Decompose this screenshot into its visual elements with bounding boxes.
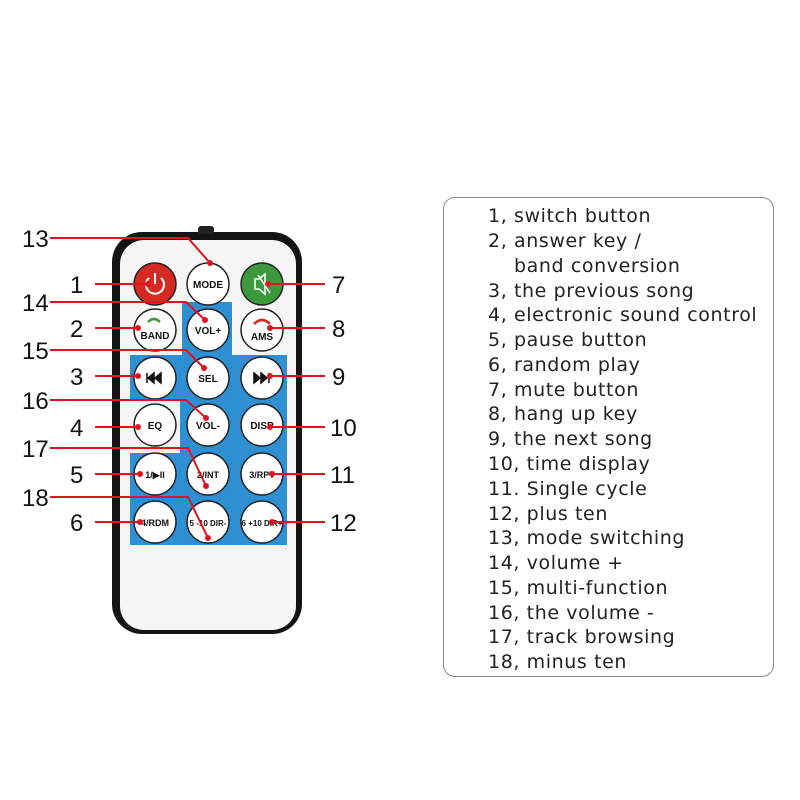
band-label: BAND (141, 331, 170, 342)
callout-number-16: 16 (22, 388, 49, 415)
int-button[interactable]: 2/INT (186, 452, 230, 496)
callout-number-14: 14 (22, 290, 49, 317)
callout-lines (50, 237, 325, 539)
rpt-label: 3/RPT (249, 470, 275, 480)
plus10-label: 6 +10 DIR+ (242, 519, 283, 528)
next-button[interactable] (240, 356, 284, 400)
legend-item: 12, plus ten (488, 503, 608, 525)
minus10-label: 5 -10 DIR- (190, 519, 227, 528)
legend-item: 9, the next song (488, 428, 653, 450)
callout-number-6: 6 (70, 510, 84, 537)
legend-item: 17, track browsing (488, 626, 676, 648)
legend-item: 5, pause button (488, 329, 648, 351)
callout-number-18: 18 (22, 485, 49, 512)
ir-window (198, 226, 214, 234)
callout-number-17: 17 (22, 436, 49, 463)
callout-number-3: 3 (70, 364, 84, 391)
callout-number-11: 11 (330, 462, 355, 489)
callout-line-17 (50, 447, 207, 487)
legend-item: band conversion (514, 255, 681, 277)
band-button[interactable]: BAND (133, 308, 177, 352)
vol-plus-button[interactable]: VOL+ (186, 308, 230, 352)
legend-item: 10, time display (488, 453, 651, 475)
legend-item: 14, volume + (488, 552, 624, 574)
legend-item: 3, the previous song (488, 280, 695, 302)
legend-item: 16, the volume - (488, 602, 655, 624)
callout-number-4: 4 (70, 415, 84, 442)
callout-line-14 (50, 301, 206, 321)
callout-line-13 (50, 237, 211, 264)
legend-item: 7, mute button (488, 379, 639, 401)
mode-button[interactable]: MODE (186, 262, 230, 306)
play-label: 1/▶II (145, 470, 164, 480)
callout-line-16 (50, 399, 207, 419)
callout-number-7: 7 (332, 272, 346, 299)
prev-button[interactable] (133, 356, 177, 400)
mode-label: MODE (193, 280, 223, 291)
legend-item: 13, mode switching (488, 527, 686, 549)
callout-line-18 (50, 496, 209, 539)
previous-track-icon (146, 371, 162, 385)
vol-minus-button[interactable]: VOL- (186, 403, 230, 447)
eq-label: EQ (148, 421, 163, 432)
callout-number-10: 10 (330, 415, 357, 442)
vol-minus-label: VOL- (196, 421, 220, 432)
speaker-mute-icon (254, 272, 266, 296)
legend-box (443, 197, 774, 677)
mute-button[interactable] (240, 262, 284, 306)
sel-button[interactable]: SEL (186, 356, 230, 400)
phone-answer-icon (147, 317, 161, 323)
callout-number-8: 8 (332, 316, 346, 343)
ams-label: AMS (251, 332, 274, 343)
legend-item: 15, multi-function (488, 577, 669, 599)
ams-button[interactable]: AMS (240, 308, 284, 352)
callout-dots (135, 260, 275, 541)
callout-number-5: 5 (70, 462, 84, 489)
callout-number-15: 15 (22, 338, 49, 365)
legend-item: 4, electronic sound control (488, 304, 758, 326)
legend-item: 11. Single cycle (488, 478, 648, 500)
disp-button[interactable]: DISP (240, 403, 284, 447)
callout-number-2: 2 (70, 316, 84, 343)
callout-number-1: 1 (70, 272, 84, 299)
vol-plus-label: VOL+ (195, 326, 222, 337)
callout-number-13: 13 (22, 226, 49, 253)
rdm-label: 4/RDM (141, 518, 169, 528)
legend-item: 8, hang up key (488, 403, 638, 425)
eq-button[interactable]: EQ (133, 403, 177, 447)
callout-line-15 (50, 349, 205, 369)
legend-item: 18, minus ten (488, 651, 628, 673)
sel-label: SEL (198, 374, 217, 385)
legend-item: 2, answer key / (488, 230, 642, 252)
callout-number-12: 12 (330, 510, 357, 537)
legend-item: 1, switch button (488, 205, 652, 227)
callout-number-9: 9 (332, 364, 346, 391)
int-label: 2/INT (197, 470, 220, 480)
minus10-button[interactable]: 5 -10 DIR- (186, 500, 230, 544)
disp-label: DISP (250, 421, 274, 432)
phone-hangup-icon (253, 318, 271, 325)
legend-item: 6, random play (488, 354, 641, 376)
